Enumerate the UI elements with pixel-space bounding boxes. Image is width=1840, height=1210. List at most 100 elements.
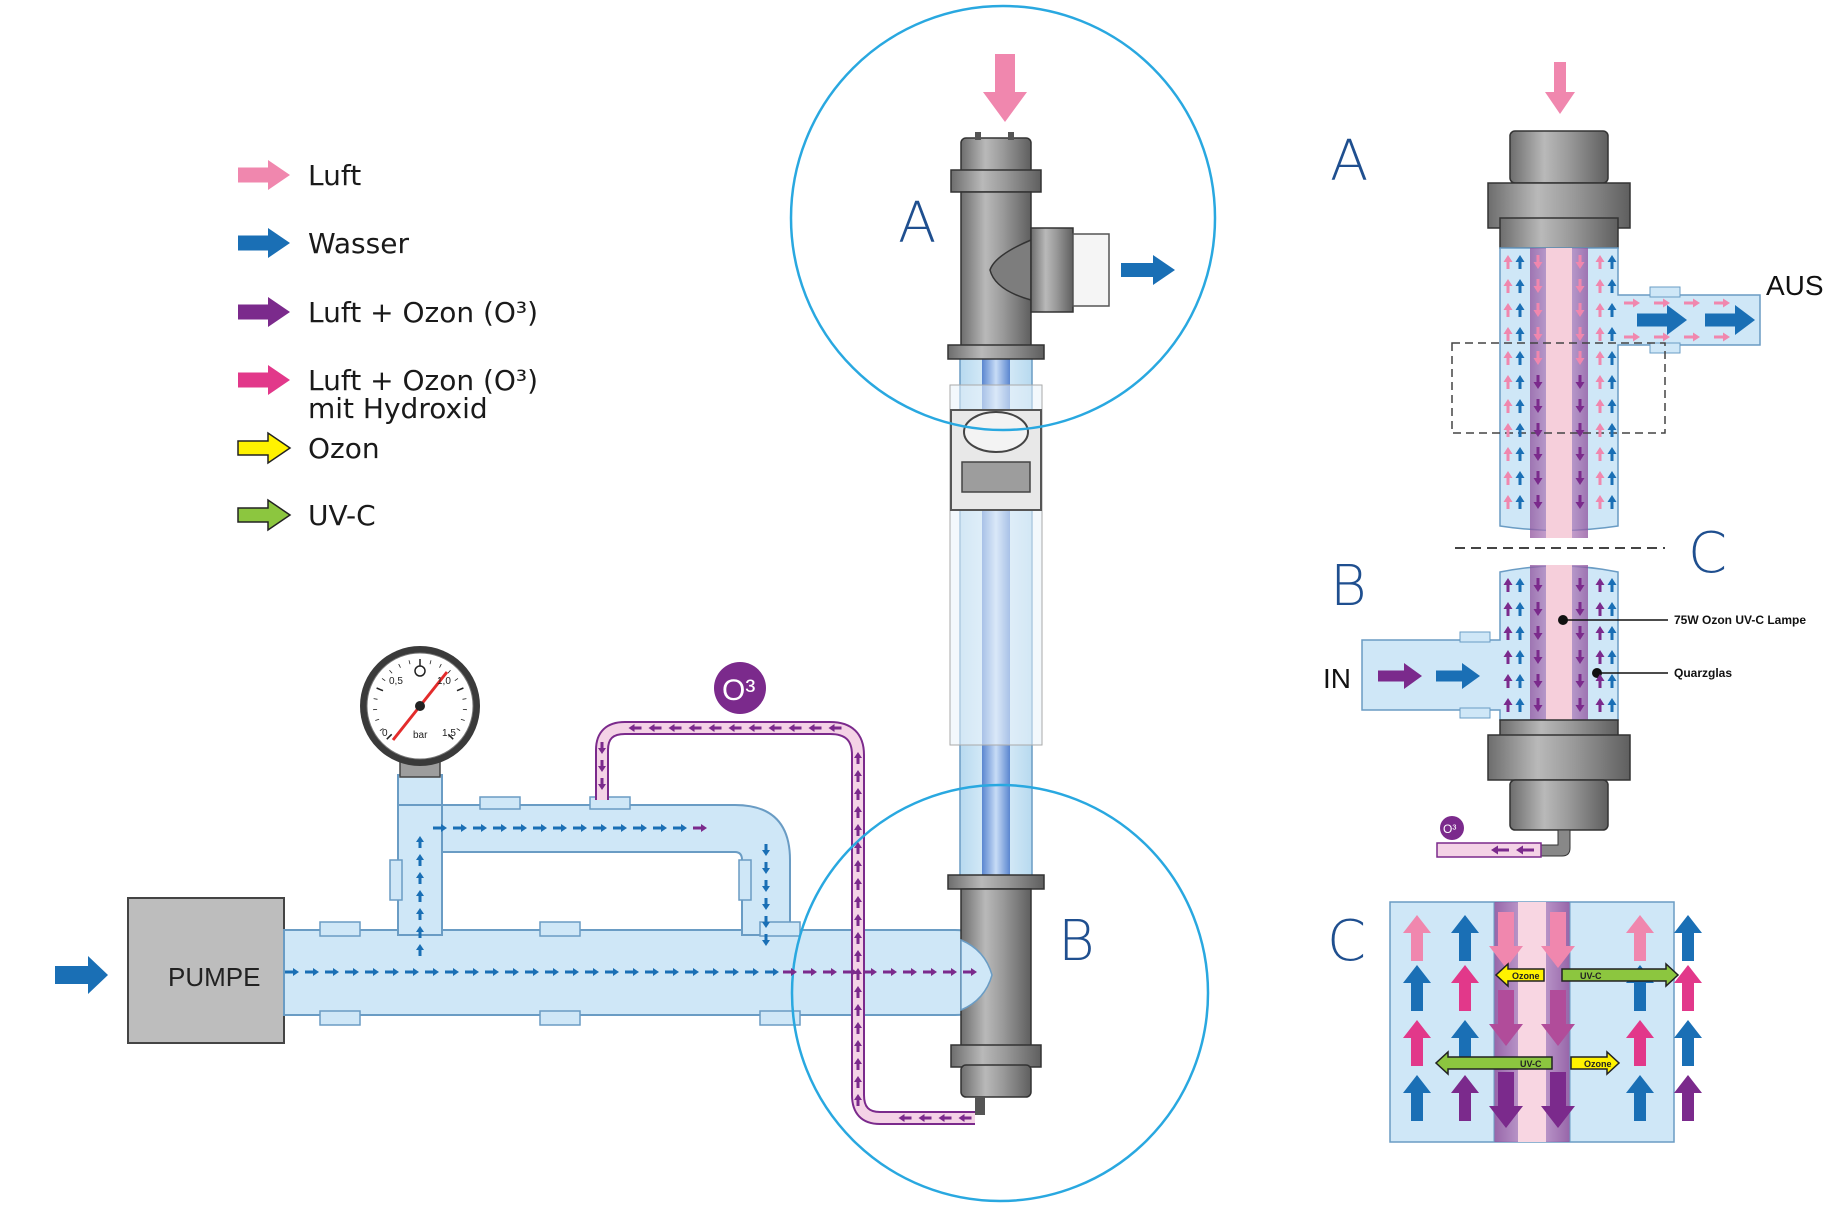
flow-arrow-icon bbox=[1607, 698, 1617, 712]
flow-arrow-icon bbox=[1515, 674, 1525, 688]
flow-arrow-icon bbox=[1595, 279, 1605, 293]
flow-arrow-icon bbox=[1607, 423, 1617, 437]
flow-arrow-icon bbox=[673, 824, 687, 832]
flow-arrow-icon bbox=[1503, 255, 1513, 269]
flow-arrow-icon bbox=[493, 824, 507, 832]
flow-arrow-icon bbox=[1403, 915, 1431, 961]
gauge-tick-mark bbox=[379, 728, 384, 731]
flow-arrow-icon bbox=[1607, 626, 1617, 640]
flow-arrow-icon bbox=[903, 968, 917, 976]
flow-arrow-icon bbox=[923, 968, 937, 976]
flow-arrow-icon bbox=[854, 842, 862, 854]
flow-arrow-icon bbox=[1575, 255, 1585, 269]
flow-arrow-icon bbox=[823, 968, 837, 976]
flow-arrow-icon bbox=[1515, 447, 1525, 461]
flow-arrow-icon bbox=[808, 724, 822, 732]
flow-arrow-icon bbox=[1575, 626, 1585, 640]
flow-arrow-icon bbox=[1533, 303, 1543, 317]
flow-arrow-icon bbox=[1575, 279, 1585, 293]
flow-arrow-icon bbox=[1503, 423, 1513, 437]
flow-arrow-icon bbox=[1515, 303, 1525, 317]
gauge-tick-mark bbox=[381, 678, 386, 682]
flow-arrow-icon bbox=[1515, 578, 1525, 592]
gauge-tick-1-0: 1,0 bbox=[437, 676, 451, 687]
flow-arrow-icon bbox=[1595, 255, 1605, 269]
detail-b-label: B bbox=[1330, 554, 1367, 619]
water-out-arrow-icon bbox=[1637, 305, 1687, 335]
flow-arrow-icon bbox=[598, 742, 606, 754]
flow-arrow-icon bbox=[1575, 698, 1585, 712]
gauge-tick-mark bbox=[456, 728, 461, 731]
flow-arrow-icon bbox=[416, 836, 424, 848]
detail-circles: A B bbox=[789, 4, 1217, 1203]
flow-arrow-icon bbox=[854, 914, 862, 926]
flow-arrow-icon bbox=[585, 968, 599, 976]
flow-arrow-icon bbox=[854, 896, 862, 908]
flow-arrow-icon bbox=[1595, 650, 1605, 664]
inlet-arrow-icon bbox=[1436, 663, 1480, 689]
flow-arrow-icon bbox=[1626, 915, 1654, 961]
flow-arrow-icon bbox=[705, 968, 719, 976]
legend-arrow-icon bbox=[237, 498, 292, 532]
flow-arrow-icon bbox=[1607, 255, 1617, 269]
flow-arrow-icon bbox=[1515, 327, 1525, 341]
flow-arrow-icon bbox=[445, 968, 459, 976]
flow-arrow-icon bbox=[854, 1058, 862, 1070]
flow-arrow-icon bbox=[1595, 327, 1605, 341]
flow-arrow-icon bbox=[1575, 447, 1585, 461]
flow-arrow-icon bbox=[1516, 845, 1534, 855]
flow-arrow-icon bbox=[665, 968, 679, 976]
flow-arrow-icon bbox=[1533, 423, 1543, 437]
flow-arrow-icon bbox=[1595, 447, 1605, 461]
flow-arrow-icon bbox=[1607, 674, 1617, 688]
zoom-c-label: C bbox=[1327, 909, 1366, 974]
flow-arrow-icon bbox=[1515, 698, 1525, 712]
flow-arrow-icon bbox=[416, 890, 424, 902]
flow-arrow-icon bbox=[854, 770, 862, 782]
flow-arrow-icon bbox=[1403, 1020, 1431, 1066]
flow-arrow-icon bbox=[345, 968, 359, 976]
section-b-label: B bbox=[1058, 909, 1095, 974]
flow-arrow-icon bbox=[748, 724, 762, 732]
flow-arrow-icon bbox=[1575, 650, 1585, 664]
legend-arrow-icon bbox=[238, 365, 290, 395]
gauge-tick-mark bbox=[373, 698, 378, 700]
flow-arrow-icon bbox=[1515, 255, 1525, 269]
air-inlet-arrow-icon bbox=[1545, 62, 1575, 114]
flow-arrow-icon bbox=[854, 986, 862, 998]
flow-arrow-icon bbox=[1503, 471, 1513, 485]
flow-arrow-icon bbox=[898, 1114, 912, 1122]
flow-arrow-icon bbox=[1503, 375, 1513, 389]
flow-arrow-icon bbox=[1533, 327, 1543, 341]
flow-arrow-icon bbox=[598, 778, 606, 790]
flow-arrow-icon bbox=[1654, 298, 1670, 308]
flow-arrow-icon bbox=[1489, 1072, 1523, 1128]
flow-arrow-icon bbox=[625, 968, 639, 976]
gauge-tick-mark bbox=[454, 678, 459, 682]
flow-arrow-icon bbox=[1607, 602, 1617, 616]
flow-arrow-icon bbox=[1595, 351, 1605, 365]
flow-arrow-icon bbox=[1533, 602, 1543, 616]
flow-arrow-icon bbox=[745, 968, 759, 976]
flow-arrow-icon bbox=[1684, 332, 1700, 342]
uvc-label: UV-C bbox=[1520, 1059, 1542, 1069]
uvc-arrow-icon bbox=[1434, 1050, 1553, 1076]
flow-arrow-icon bbox=[1595, 423, 1605, 437]
flow-arrow-icon bbox=[1533, 375, 1543, 389]
gauge-tick-0: 0 bbox=[382, 728, 388, 739]
flow-arrow-icon bbox=[1451, 1020, 1479, 1066]
flow-arrow-icon bbox=[803, 968, 817, 976]
flow-arrow-icon bbox=[854, 1004, 862, 1016]
flow-arrow-icon bbox=[305, 968, 319, 976]
flow-arrow-icon bbox=[863, 968, 877, 976]
o3-small-badge: O³ bbox=[1443, 822, 1456, 836]
flow-arrow-icon bbox=[668, 724, 682, 732]
flow-arrow-icon bbox=[1503, 578, 1513, 592]
flow-arrow-icon bbox=[473, 824, 487, 832]
gauge-unit: bar bbox=[413, 730, 428, 741]
flow-arrow-icon bbox=[1595, 698, 1605, 712]
ozone-label: Ozone bbox=[1584, 1059, 1612, 1069]
flow-arrow-icon bbox=[525, 968, 539, 976]
flow-arrow-icon bbox=[725, 968, 739, 976]
legend-arrow-icon bbox=[238, 297, 290, 327]
